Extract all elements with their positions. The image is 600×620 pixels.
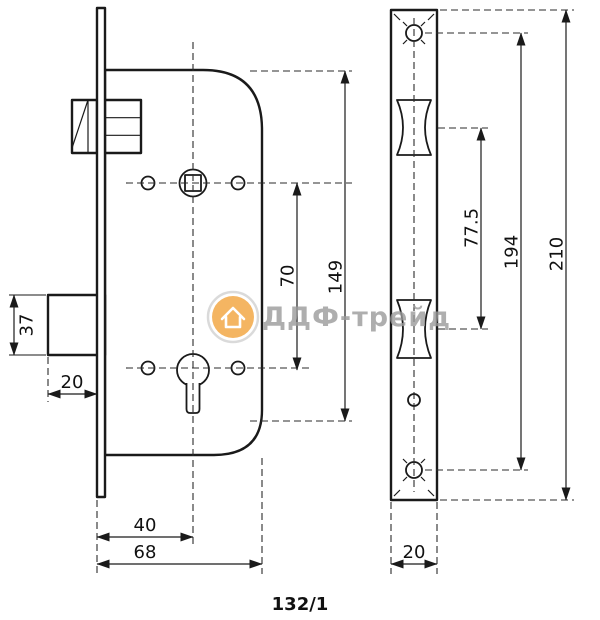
faceplate-side: [95, 6, 107, 499]
dim-latch-bolt-centers-77-5: 77.5: [462, 127, 486, 330]
watermark-ring: [206, 290, 260, 344]
watermark: ДДФ-трейд: [206, 290, 451, 344]
lock-case: [103, 68, 264, 457]
dim-label: 210: [547, 237, 568, 271]
watermark-logo-circle: [212, 296, 254, 338]
dim-bolt-height-37: 37: [9, 294, 46, 356]
latch-bolt: [70, 98, 143, 155]
dim-label: 70: [278, 265, 299, 288]
dim-label: 68: [134, 542, 157, 563]
latch-cutout: [396, 99, 432, 156]
dim-label: 194: [502, 235, 523, 269]
house-icon: [220, 306, 246, 329]
dim-plate-width-20: 20: [390, 542, 438, 569]
dim-backset-40: 40: [96, 515, 194, 542]
dim-label: 149: [326, 260, 347, 294]
dim-label: 20: [403, 542, 426, 563]
dim-label: 77.5: [462, 208, 483, 248]
lock-body-view: [46, 6, 264, 499]
figure-label: 132/1: [272, 594, 329, 615]
dim-label: 20: [61, 372, 84, 393]
dim-plate-height-210: 210: [547, 9, 571, 501]
dim-case-height-149: 149: [326, 70, 350, 422]
centerlines: [47, 9, 574, 574]
corner-marks: [393, 13, 435, 497]
dim-bolt-throw-20: 20: [47, 372, 98, 399]
dim-centers-70: 70: [278, 182, 302, 371]
dim-label: 37: [17, 314, 38, 337]
watermark-text: ДДФ-трейд: [262, 302, 451, 333]
dim-label: 40: [134, 515, 157, 536]
dim-screw-centers-194: 194: [502, 32, 526, 471]
dim-case-depth-68: 68: [96, 542, 263, 569]
